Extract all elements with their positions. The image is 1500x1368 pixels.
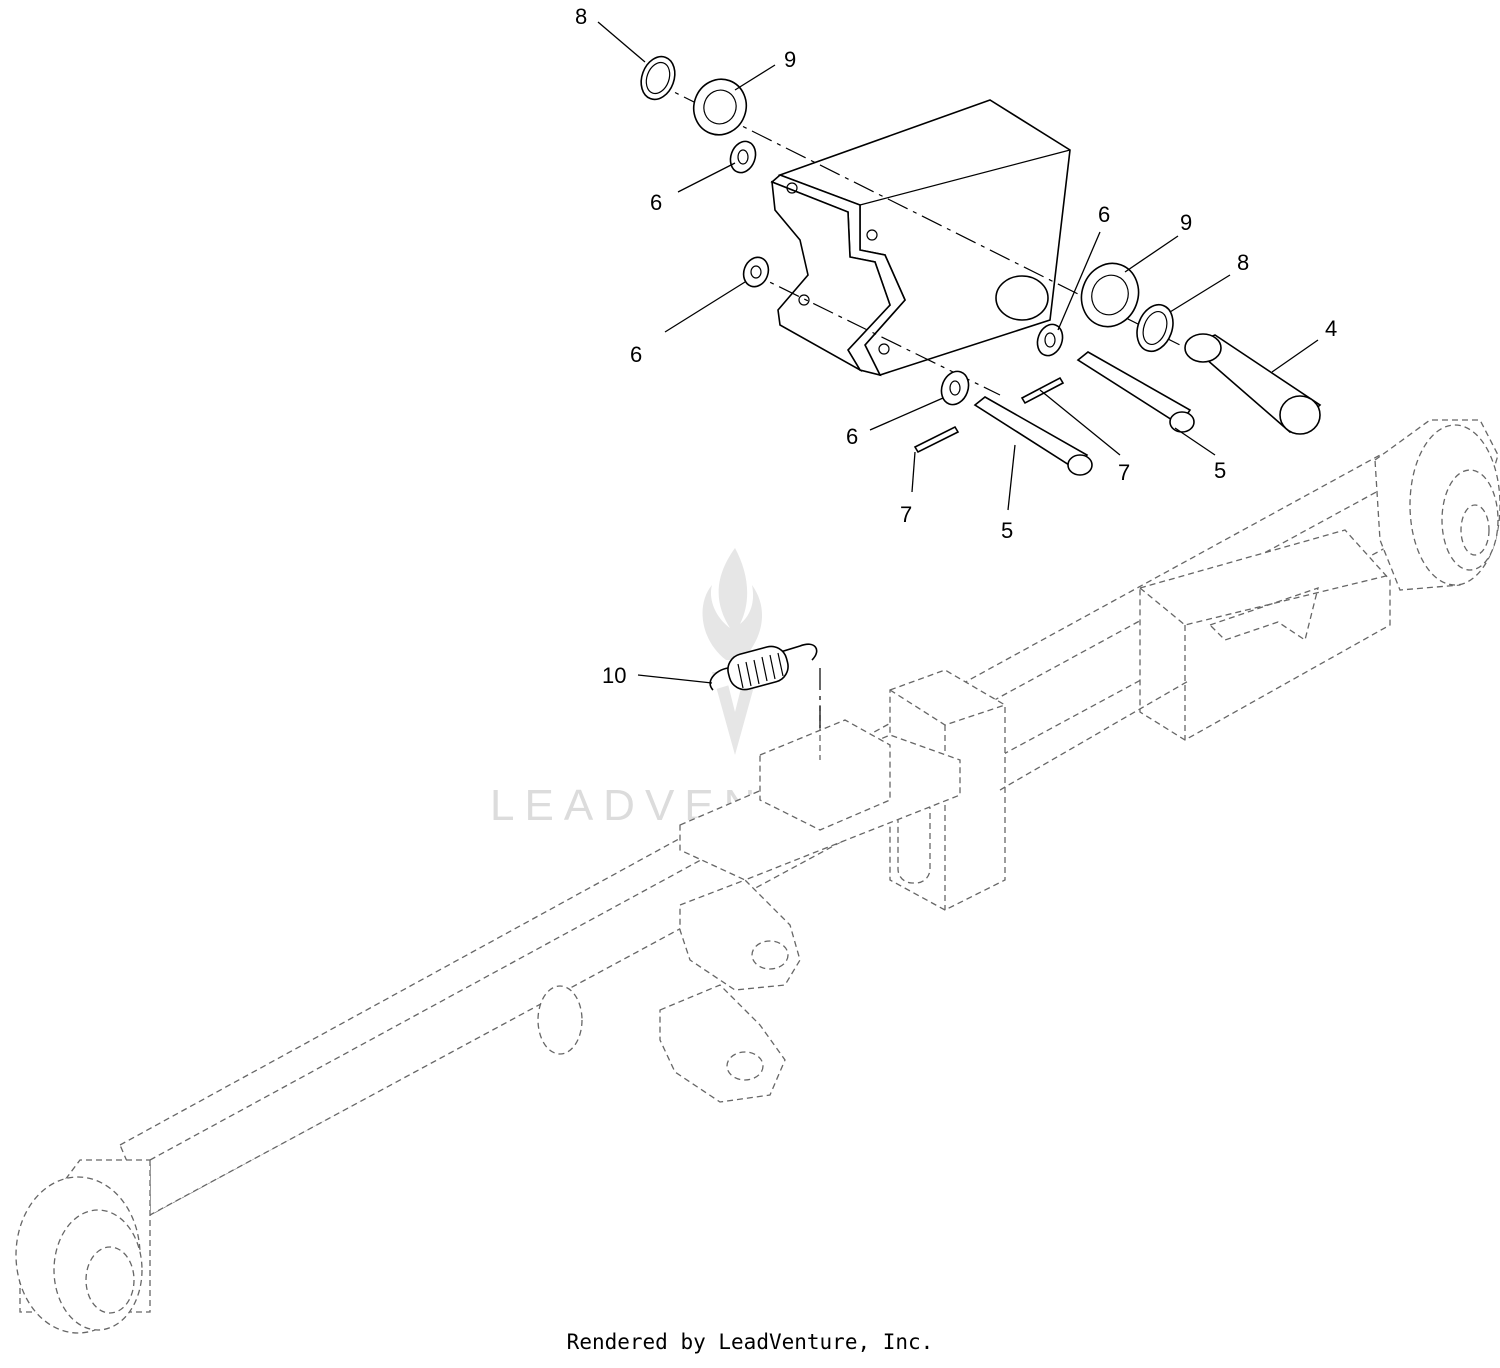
callout-9-right: 9 — [1180, 210, 1192, 235]
callout-4: 4 — [1325, 316, 1337, 341]
leader-lines — [597, 21, 1319, 684]
callout-8-right: 8 — [1237, 250, 1249, 275]
flat-washer-right — [1080, 262, 1140, 328]
clevis-pin-lower — [973, 396, 1093, 476]
extension-spring — [709, 643, 818, 691]
callout-labels: 8 9 6 6 6 9 8 4 6 7 5 7 5 10 — [575, 4, 1337, 688]
lift-arm-phantom — [15, 419, 1500, 1334]
mounting-bracket — [770, 99, 1071, 377]
callout-8-upper: 8 — [575, 4, 587, 29]
callout-6-upper: 6 — [650, 190, 662, 215]
spacer-washer-right — [1036, 323, 1064, 357]
rendered-by-footer: Rendered by LeadVenture, Inc. — [566, 1330, 934, 1354]
callout-6-left: 6 — [630, 342, 642, 367]
pivot-pin — [1184, 333, 1322, 435]
callout-5-right: 5 — [1214, 458, 1226, 483]
retaining-ring-upper — [640, 55, 676, 101]
spacer-washer-left — [742, 256, 770, 288]
callout-9-upper: 9 — [784, 47, 796, 72]
callout-5-left: 5 — [1001, 518, 1013, 543]
callout-7-left: 7 — [900, 502, 912, 527]
retaining-ring-right — [1136, 303, 1174, 353]
spacer-washer-upper — [729, 140, 757, 174]
watermark-flame-icon — [702, 548, 763, 755]
callout-10: 10 — [602, 663, 626, 688]
clevis-pin-upper — [1076, 351, 1195, 433]
cotter-pin-lower — [913, 425, 960, 454]
cotter-pin-upper — [1020, 376, 1065, 405]
callout-6-right: 6 — [1098, 202, 1110, 227]
callout-7-right: 7 — [1118, 460, 1130, 485]
spacer-washer-lower — [940, 370, 970, 406]
callout-6-lower: 6 — [846, 424, 858, 449]
flat-washer-upper — [692, 78, 748, 136]
